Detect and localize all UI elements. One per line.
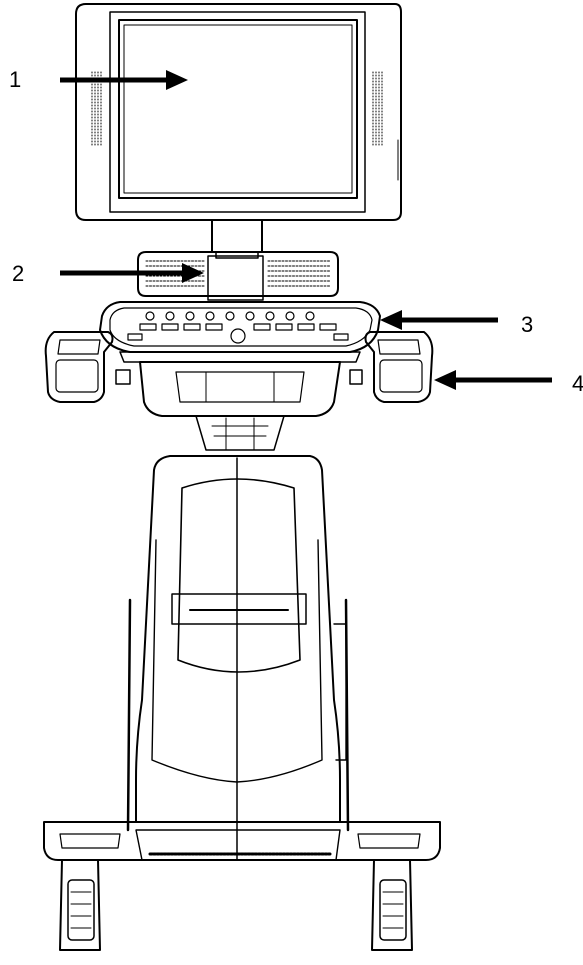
panel-support [139, 361, 341, 451]
callout-label-4: 4 [572, 371, 583, 396]
monitor-speaker-left [91, 71, 102, 147]
caster-right [371, 859, 413, 951]
control-panel [99, 301, 381, 363]
callout-arrow-2 [60, 263, 204, 283]
callout-label-2: 2 [12, 261, 25, 286]
speaker-bar [137, 251, 339, 301]
callout-arrow-4 [434, 370, 552, 390]
callout-arrow-1 [60, 70, 188, 90]
base [43, 821, 441, 861]
probe-holder-right [349, 331, 434, 403]
caster-left [59, 859, 101, 951]
monitor [75, 3, 402, 221]
callout-label-3: 3 [521, 312, 534, 337]
trackball [230, 328, 246, 344]
monitor-speaker-right [372, 71, 383, 147]
callout-arrow-3 [380, 310, 498, 330]
main-body [126, 455, 350, 832]
monitor-screen [118, 19, 358, 199]
probe-holder-left [44, 331, 131, 403]
callout-label-1: 1 [9, 67, 22, 92]
